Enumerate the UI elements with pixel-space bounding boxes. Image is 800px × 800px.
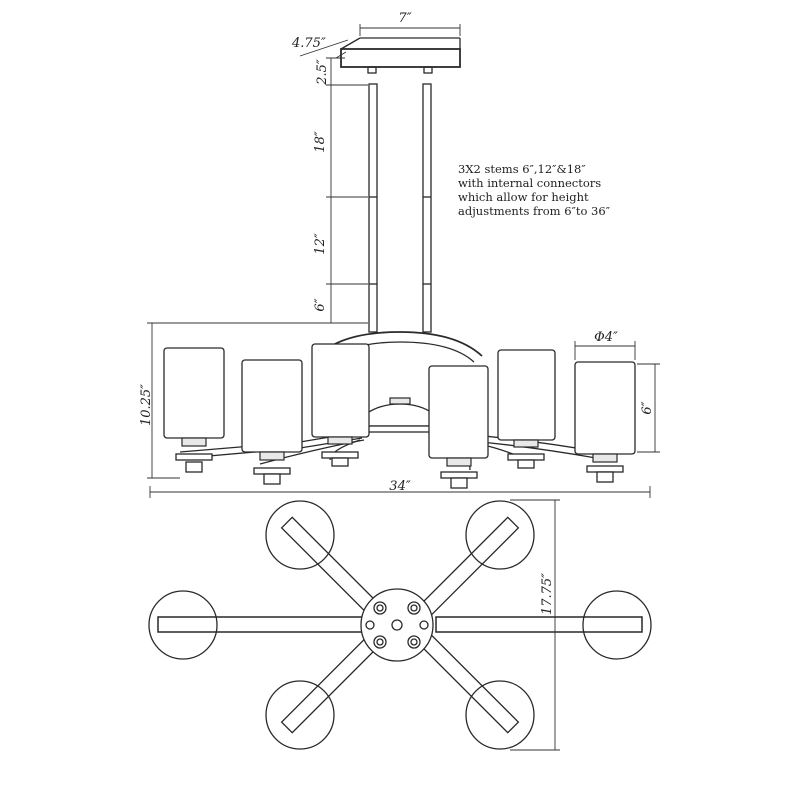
- overall-height-label: 10.25″: [139, 384, 154, 426]
- canopy-depth-dimension: 4.75″: [291, 36, 349, 59]
- shade-left-inner: [241, 359, 303, 453]
- plan-shade-top-left: [265, 500, 335, 570]
- shade-back-right: [497, 349, 556, 441]
- plan-shade-bottom-left: [265, 680, 335, 750]
- overall-width-dimension: 34″: [149, 479, 651, 498]
- shade-right-inner: [428, 365, 489, 459]
- plan-shade-right: [582, 590, 652, 660]
- shade-left-outer: [163, 347, 225, 439]
- plan-shade-top-right: [465, 500, 535, 570]
- overall-height-dimension: 10.25″: [139, 322, 368, 479]
- overall-depth-label: 17.75″: [540, 573, 555, 615]
- stem-note: 3X2 stems 6″,12″&18″ with internal conne…: [458, 162, 611, 218]
- overall-depth-dimension: 17.75″: [510, 499, 560, 751]
- shade-right-outer: [574, 361, 636, 455]
- stem-18-label: 18″: [313, 131, 328, 153]
- canopy: [340, 37, 461, 74]
- note-line-2: with internal connectors: [458, 176, 601, 190]
- shade-diameter-dimension: Φ4″: [574, 330, 636, 360]
- canopy-width-dimension: 7″: [359, 11, 461, 36]
- side-elevation: [163, 331, 636, 489]
- stem-6-label: 6″: [313, 298, 328, 311]
- shade-back-left: [311, 343, 370, 438]
- shade-height-dimension: 6″: [637, 363, 660, 453]
- stem-dimension-chain: 2.5″ 18″ 12″ 6″: [313, 57, 368, 324]
- overall-width-label: 34″: [389, 479, 411, 494]
- plan-view: [148, 500, 652, 750]
- canopy-depth-label: 4.75″: [291, 36, 326, 51]
- stem-12-label: 12″: [313, 233, 328, 255]
- canopy-height-label: 2.5″: [315, 59, 330, 86]
- note-line-4: adjustments from 6″to 36″: [458, 204, 611, 218]
- plan-shade-left: [148, 590, 218, 660]
- stems: [368, 83, 432, 333]
- plan-shade-bottom-right: [465, 680, 535, 750]
- shade-diameter-label: Φ4″: [594, 330, 618, 345]
- canopy-width-label: 7″: [398, 11, 411, 26]
- shade-height-label: 6″: [640, 401, 655, 414]
- note-line-1: 3X2 stems 6″,12″&18″: [458, 162, 586, 176]
- note-line-3: which allow for height: [458, 190, 589, 204]
